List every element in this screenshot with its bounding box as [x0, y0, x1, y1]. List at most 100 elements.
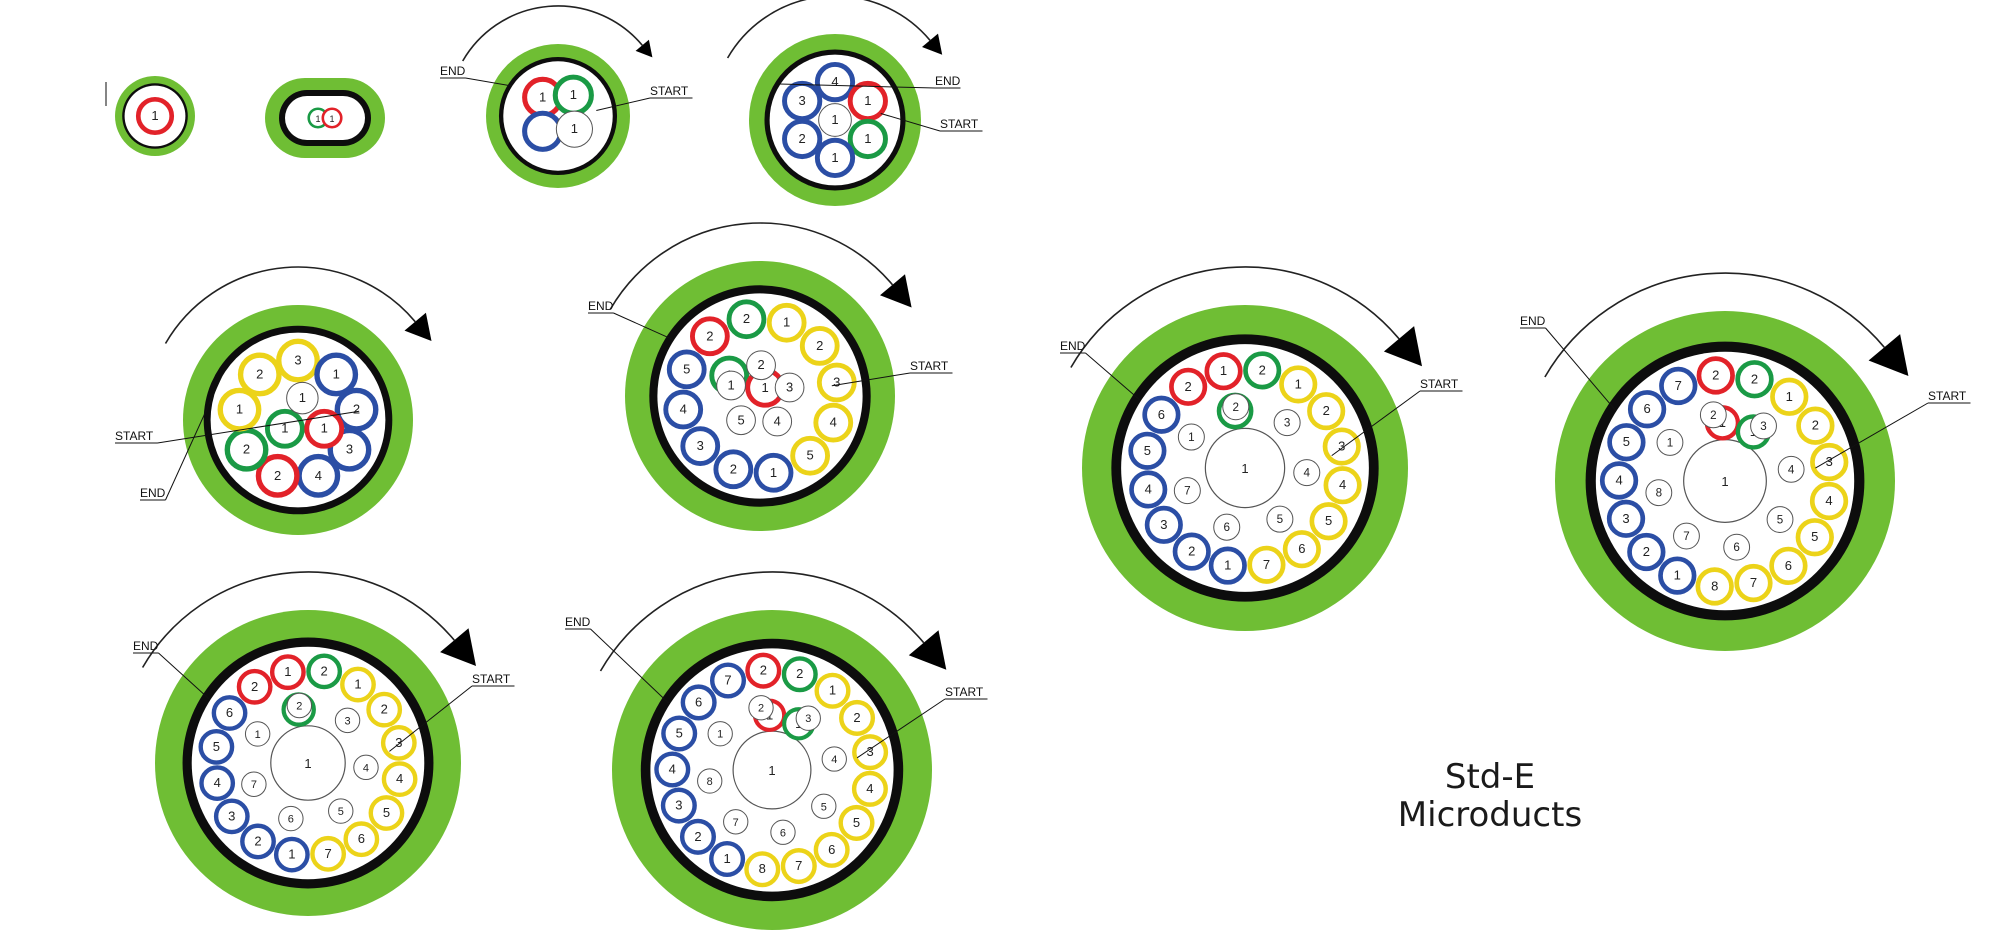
microduct-tube: 6 [1769, 546, 1808, 586]
tube-ring [1659, 366, 1698, 406]
tube-ring [680, 426, 721, 467]
tube-number: 2 [799, 131, 806, 146]
microduct-tube: 4 [1599, 461, 1639, 500]
microduct-tube: 6 [813, 831, 850, 868]
tube-number: 6 [1785, 558, 1792, 573]
start-label: START [1928, 389, 1967, 403]
tube-ring [679, 818, 716, 855]
microduct-tube: 1 [847, 80, 888, 122]
core [503, 61, 613, 171]
tube-ring [328, 798, 354, 824]
tube-number: 6 [1733, 541, 1739, 554]
microduct-tube: 5 [328, 798, 354, 824]
tube-number: 8 [1656, 487, 1662, 500]
tube-ring [198, 728, 235, 765]
tube-number: 1 [831, 150, 838, 165]
microduct-tube: 4 [381, 761, 418, 798]
microduct-tube: 2 [781, 656, 818, 693]
microduct-tube: 2 [286, 692, 313, 719]
tube-number: 2 [796, 666, 803, 681]
tube-number: 5 [737, 412, 744, 427]
microduct-tube: 1 [1208, 546, 1247, 585]
cable-c8: 1221234567812345671112345678STARTEND [1520, 272, 1971, 651]
tube-number: 8 [759, 861, 766, 876]
microduct-tube: 4 [663, 389, 704, 430]
tube-number: 1 [151, 108, 158, 123]
tube-ring [368, 795, 405, 831]
tube-number: 3 [675, 798, 682, 813]
tube-ring [713, 449, 754, 490]
tube-ring [847, 118, 888, 160]
microduct-tube: 4 [1323, 466, 1362, 505]
cable-c7: 1212345671234562111234567STARTEND [1060, 266, 1463, 631]
tube-number: 1 [831, 112, 838, 127]
microduct-tube: 6 [211, 695, 248, 731]
microduct-tube: 8 [744, 851, 781, 888]
tube-number: 3 [1760, 420, 1766, 433]
microduct-tube: 4 [199, 765, 236, 802]
microduct-tube: 1 [269, 654, 306, 691]
start-label: START [115, 429, 154, 443]
tube-number: 2 [353, 402, 360, 417]
microduct-tube: 6 [343, 821, 380, 858]
end-label-leader [779, 83, 936, 89]
tube-ring [818, 103, 852, 137]
tube-ring [237, 352, 282, 397]
rotation-arc [164, 266, 416, 344]
microduct-tube: 3 [1810, 442, 1849, 482]
microduct-tube: 5 [1266, 505, 1294, 533]
tube-ring [1273, 409, 1301, 437]
tube-number: 2 [251, 679, 258, 694]
microduct-tube: 5 [661, 715, 698, 752]
rotation-arc [462, 5, 643, 62]
microduct-tube: 1 [1279, 365, 1318, 404]
tube-number: 2 [760, 663, 767, 678]
tube-ring [814, 137, 856, 179]
tube-ring [353, 754, 379, 781]
tube-ring [1599, 461, 1639, 500]
tube-ring [707, 721, 733, 747]
microduct-tube: 2 [782, 118, 823, 160]
tube-number: 2 [1812, 418, 1819, 433]
center-number: 1 [304, 756, 311, 771]
tube-number: 3 [346, 442, 353, 457]
tube-number: 3 [799, 93, 806, 108]
tube-number: 6 [695, 694, 702, 709]
microduct-tube: 7 [780, 848, 817, 885]
tube-number: 7 [1184, 485, 1191, 498]
tube-ring [381, 761, 418, 798]
tube-ring [269, 654, 306, 691]
microduct-tube: 2 [224, 427, 269, 472]
tube-ring [821, 746, 847, 772]
tube-ring [814, 61, 856, 103]
tube-ring [1750, 412, 1777, 440]
tube-number: 1 [1674, 568, 1681, 583]
tube-ring [780, 848, 817, 885]
tube-number: 2 [758, 703, 764, 715]
microduct-tube: 5 [1128, 431, 1167, 470]
microduct-tube: 3 [334, 707, 361, 734]
microduct-tube: 6 [1627, 390, 1667, 429]
tube-number: 1 [281, 421, 288, 436]
tube-number: 3 [697, 438, 704, 453]
tube-number: 5 [383, 805, 390, 820]
tube-number: 2 [694, 829, 701, 844]
tube-number: 1 [864, 131, 871, 146]
start-label-leader [880, 112, 941, 132]
tube-ring [814, 672, 851, 709]
tube-number: 3 [344, 715, 350, 727]
tube-ring [1208, 546, 1247, 585]
tube-ring [241, 771, 267, 797]
tube-ring [726, 405, 756, 436]
tube-number: 1 [1220, 363, 1227, 378]
tube-number: 1 [571, 121, 578, 136]
center-number: 1 [1721, 474, 1728, 489]
tube-ring [847, 80, 888, 122]
tube-number: 2 [256, 366, 263, 381]
tube-number: 6 [1223, 521, 1230, 534]
tube-number: 7 [795, 858, 802, 873]
